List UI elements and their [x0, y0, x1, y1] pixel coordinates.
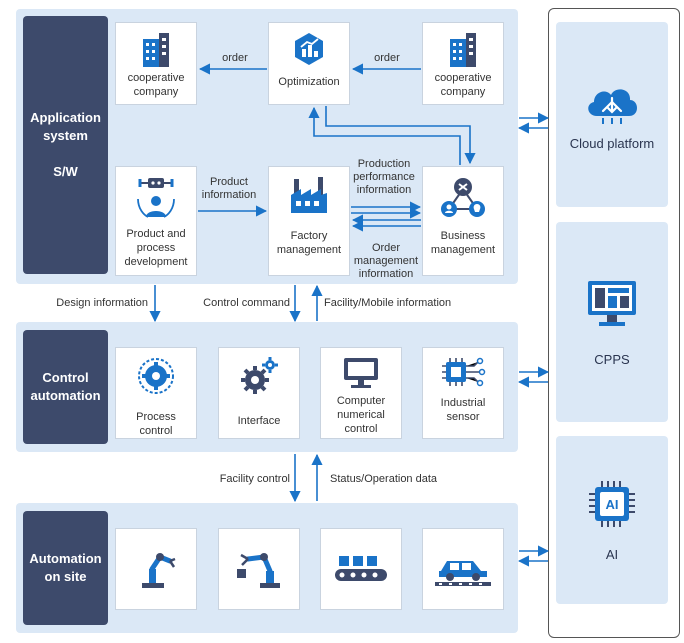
platform-frame	[548, 8, 680, 638]
robot-arm-card-2	[218, 528, 300, 610]
product-dev-card: Product and process development	[115, 166, 197, 276]
factory-mgmt-card: Factory management	[268, 166, 350, 276]
production-perf-label: Production performance information	[353, 158, 415, 196]
facility-control-label: Facility control	[219, 473, 290, 485]
coop-company-left-label: cooperative company	[127, 72, 185, 98]
office-building-icon	[450, 33, 476, 67]
office-building-icon	[143, 33, 169, 67]
business-mgmt-card: Business management	[422, 166, 504, 276]
cpps-label: CPPS	[594, 351, 630, 367]
process-gear-icon	[138, 358, 174, 394]
cloud-icon	[588, 89, 637, 124]
interface-card: Interface	[218, 347, 300, 439]
industrial-sensor-label: Industrial sensor	[440, 397, 486, 423]
ai-label: AI	[605, 546, 619, 562]
order-right-label: order	[374, 52, 400, 64]
business-to-optimization-arrow	[308, 106, 461, 165]
onsite-layer-title: Automation on site	[23, 511, 108, 625]
onsite-layer-title-text: Automation on site	[29, 551, 102, 584]
dashboard-monitor-icon	[588, 280, 636, 326]
interface-label: Interface	[237, 415, 281, 427]
cloud-platform-label: Cloud platform	[569, 136, 655, 151]
factory-mgmt-label: Factory management	[276, 230, 342, 256]
factory-icon	[291, 177, 327, 213]
robot-arm-icon	[237, 553, 280, 588]
engineer-robot-icon	[137, 178, 175, 218]
control-layer-title: Control automation	[23, 330, 108, 444]
optimization-chart-icon	[295, 33, 323, 65]
chip-sensor-icon	[442, 357, 486, 387]
design-info-label: Design information	[56, 297, 148, 309]
control-layer-title-text: Control automation	[30, 370, 101, 403]
facility-mobile-label: Facility/Mobile information	[324, 297, 452, 309]
optimization-to-business-arrow	[325, 106, 476, 165]
application-layer-title: Application system S/W	[23, 16, 108, 274]
product-info-label: Product information	[201, 176, 257, 201]
coop-company-right-card: cooperative company	[422, 22, 504, 105]
robot-arm-icon	[142, 553, 176, 588]
ai-chip-icon: AI	[589, 480, 635, 527]
coop-company-left-card: cooperative company	[115, 22, 197, 105]
conveyor-card	[320, 528, 402, 610]
process-control-label: Process control	[136, 411, 176, 437]
industrial-sensor-card: Industrial sensor	[422, 347, 504, 439]
ai-box: AI AI	[556, 436, 668, 604]
application-layer-title-text: Application system S/W	[30, 110, 101, 179]
svg-text:AI: AI	[606, 497, 619, 512]
cnc-card: Computer numerical control	[320, 347, 402, 439]
cpps-box: CPPS	[556, 222, 668, 422]
coop-company-right-label: cooperative company	[434, 72, 492, 98]
business-mgmt-label: Business management	[430, 230, 496, 256]
business-network-icon	[441, 178, 485, 217]
optimization-label: Optimization	[278, 76, 340, 88]
car-assembly-card	[422, 528, 504, 610]
status-operation-label: Status/Operation data	[330, 473, 438, 485]
process-control-card: Process control	[115, 347, 197, 439]
gears-icon	[241, 357, 278, 394]
order-left-label: order	[222, 52, 248, 64]
order-mgmt-label: Order management information	[353, 242, 419, 280]
monitor-icon	[344, 358, 378, 388]
car-assembly-icon	[435, 561, 491, 586]
conveyor-icon	[335, 556, 387, 581]
optimization-card: Optimization	[268, 22, 350, 105]
robot-arm-card-1	[115, 528, 197, 610]
control-command-label: Control command	[203, 297, 290, 309]
cloud-platform-box: Cloud platform	[556, 22, 668, 207]
product-dev-label: Product and process development	[124, 228, 188, 268]
cnc-label: Computer numerical control	[336, 395, 386, 435]
